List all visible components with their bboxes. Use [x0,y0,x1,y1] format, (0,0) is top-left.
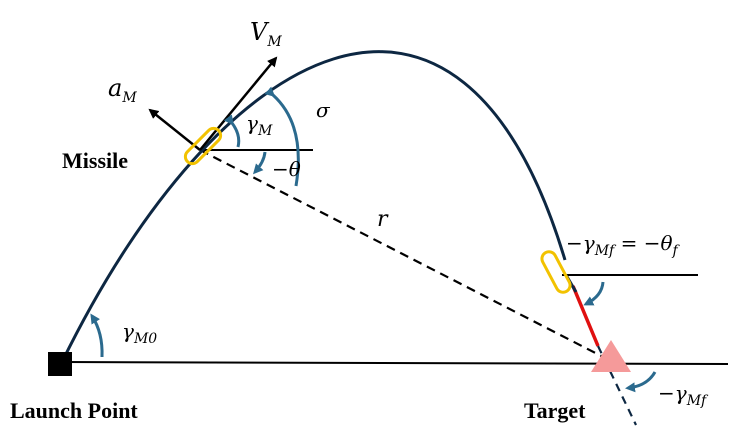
gamma-mf-arc-lower [625,371,657,393]
sigma-label: σ [316,98,331,122]
neg-theta-arc [252,151,267,175]
neg-theta-label: −θ [272,157,301,181]
gamma-m0-arc [90,313,104,358]
target-marker [591,340,631,372]
range-label: r [377,207,389,232]
acceleration-label: aM [108,74,137,106]
missile-trajectory [60,50,567,363]
gamma-mf-arc-upper [583,281,605,306]
missile-label: Missile [62,148,128,173]
missile-body-terminal [540,250,572,294]
launch-point-label: Launch Point [10,398,138,423]
gamma-m0-label: γM0 [122,319,157,347]
velocity-vector [199,56,278,151]
velocity-label: VM [250,18,282,50]
sigma-arc [264,86,300,187]
gamma-m-label: γM [246,111,273,139]
gamma-m-arc [223,114,241,148]
neg-gamma-mf-label: −γMf [658,381,709,409]
line-of-sight [199,149,612,362]
acceleration-vector [148,108,201,151]
final-relation-label: −γMf = −θf [566,231,681,259]
ground-line [61,361,729,365]
missile-body [183,126,223,166]
launch-point-marker [48,352,72,376]
terminal-segment [571,285,600,347]
target-label: Target [524,398,586,423]
